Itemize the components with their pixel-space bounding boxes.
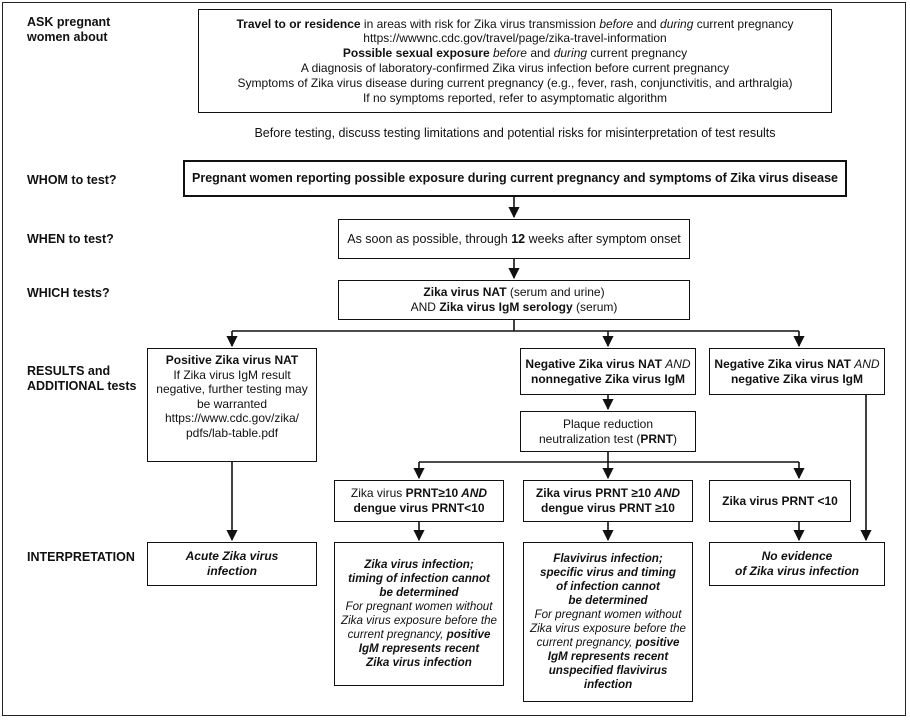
interp-zika-infection: Zika virus infection; timing of infectio… [334, 542, 504, 686]
pretest-note: Before testing, discuss testing limitati… [254, 126, 776, 140]
label-when: WHEN to test? [27, 232, 114, 246]
label-results: RESULTS and ADDITIONAL tests [27, 364, 137, 393]
label-interpretation: INTERPRETATION [27, 550, 135, 564]
lab-table-link[interactable]: https://www.cdc.gov/zika/ [164, 411, 300, 426]
prnt-box: Plaque reduction neutralization test (PR… [520, 411, 696, 452]
interp-flavivirus-infection: Flavivirus infection; specific virus and… [523, 542, 693, 702]
label-ask: ASK pregnant women about [27, 15, 111, 44]
prnt-outcome-zika-negative: Zika virus PRNT <10 [709, 480, 851, 522]
prnt-outcome-zika-positive-dengue-negative: Zika virus PRNT≥10 AND dengue virus PRNT… [334, 480, 504, 522]
label-which: WHICH tests? [27, 286, 110, 300]
label-whom: WHOM to test? [27, 173, 117, 187]
prnt-outcome-both-positive: Zika virus PRNT ≥10 AND dengue virus PRN… [523, 480, 693, 522]
result-positive-nat: Positive Zika virus NAT If Zika virus Ig… [147, 348, 317, 462]
which-box: Zika virus NAT (serum and urine) AND Zik… [338, 280, 690, 320]
interp-acute-zika: Acute Zika virus infection [147, 542, 317, 586]
interp-no-evidence: No evidence of Zika virus infection [709, 542, 885, 586]
when-box: As soon as possible, through 12 weeks af… [338, 219, 690, 259]
travel-link[interactable]: https://wwwnc.cdc.gov/travel/page/zika-t… [363, 31, 667, 46]
result-negative-nat-negative-igm: Negative Zika virus NAT AND negative Zik… [709, 348, 885, 395]
result-negative-nat-nonnegative-igm: Negative Zika virus NAT AND nonnegative … [520, 348, 696, 395]
whom-box: Pregnant women reporting possible exposu… [183, 160, 847, 197]
ask-box: Travel to or residence in areas with ris… [198, 9, 832, 113]
